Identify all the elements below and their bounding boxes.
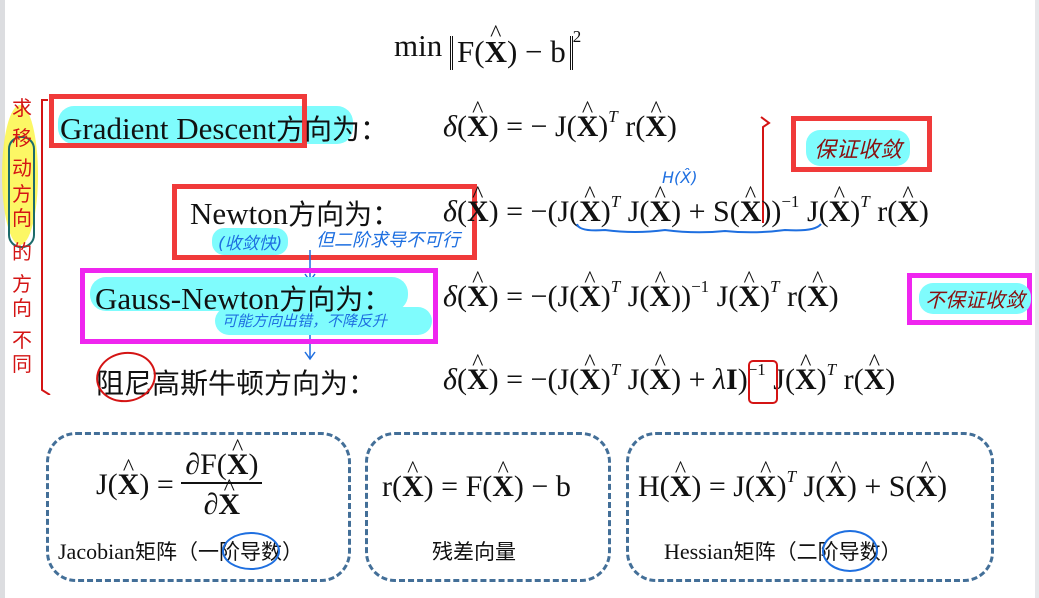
gn-label-en: Gauss-Newton bbox=[95, 281, 280, 316]
gn-highlight bbox=[90, 277, 408, 311]
jacobian-caption-en: Jacobian bbox=[58, 539, 135, 564]
ann-char: 向 bbox=[12, 296, 32, 320]
ann-char: 方 bbox=[12, 182, 32, 206]
hessian-formula: H(X) = J(X)T J(X) + S(X) bbox=[638, 468, 947, 502]
residual-formula: r(X) = F(X) − b bbox=[382, 472, 571, 502]
min-operator: min bbox=[394, 28, 443, 63]
gn-formula: δ(X) = −(J(X)T J(X))−1 J(X)T r(X) bbox=[443, 278, 839, 312]
jacobian-box bbox=[46, 432, 351, 582]
newton-note-fast: (收敛快) bbox=[212, 228, 289, 255]
damped-gn-formula: δ(X) = −(J(X)T J(X) + λI)−1 J(X)T r(X) bbox=[443, 361, 895, 395]
ann-char: 不 bbox=[12, 328, 32, 352]
gn-label-cn: 方向为： bbox=[279, 283, 392, 316]
ann-char: 向 bbox=[12, 206, 32, 230]
residual-box bbox=[365, 432, 611, 582]
newton-label-en: Newton bbox=[190, 196, 289, 231]
jacobian-formula: J(X) = ∂F(X)∂X bbox=[96, 450, 263, 520]
left-annotation-bracket bbox=[2, 99, 51, 395]
gn-label: Gauss-Newton方向为： bbox=[95, 278, 391, 318]
gd-note-bracket bbox=[760, 116, 771, 223]
ann-char: 求 bbox=[12, 96, 32, 120]
gd-label-cn: 方向为： bbox=[276, 113, 389, 146]
newton-label: Newton方向为： bbox=[190, 193, 400, 233]
newton-note-infeasible: 但二阶求导不可行 bbox=[316, 230, 460, 251]
newton-formula: δ(X) = −(J(X)T J(X) + S(X))−1 J(X)T r(X) bbox=[443, 193, 929, 227]
damped-gn-label: 阻尼高斯牛顿方向为： bbox=[96, 367, 377, 400]
hessian-underbrace bbox=[576, 223, 822, 234]
hessian-caption-en: Hessian bbox=[664, 539, 734, 564]
newton-label-cn: 方向为： bbox=[288, 198, 401, 231]
gd-label: Gradient Descent方向为： bbox=[60, 108, 388, 148]
left-vertical-annotation: 求 移 动 方 向 的 方 向 不 同 bbox=[8, 96, 36, 376]
first-order-circle bbox=[222, 532, 280, 570]
ann-char: 的 bbox=[12, 240, 32, 264]
residual-caption: 残差向量 bbox=[432, 540, 516, 564]
norm-exponent: 2 bbox=[572, 27, 582, 46]
gd-note-text: 保证收敛 bbox=[806, 130, 911, 166]
hessian-over-annotation: H(X̂) bbox=[662, 168, 698, 187]
gn-note-text: 可能方向出错，不降反升 bbox=[222, 312, 388, 330]
gd-label-en: Gradient Descent bbox=[60, 111, 277, 146]
gd-note-box bbox=[791, 116, 932, 172]
gn-note-highlight bbox=[215, 307, 432, 335]
ann-char: 同 bbox=[12, 352, 32, 376]
hessian-box bbox=[626, 432, 994, 582]
gd-red-box bbox=[49, 94, 307, 148]
ann-char: 方 bbox=[12, 272, 32, 296]
gd-formula: δ(X) = − J(X)T r(X) bbox=[443, 108, 677, 142]
right-edge-gutter bbox=[1035, 0, 1039, 598]
second-order-circle bbox=[822, 530, 878, 572]
lambda-box bbox=[748, 360, 778, 404]
left-edge-gutter bbox=[0, 0, 5, 598]
gn-magenta-box bbox=[80, 268, 438, 344]
gn-right-note-text: 不保证收敛 bbox=[919, 283, 1031, 314]
objective-formula: min F(X) − b2 bbox=[394, 27, 582, 70]
ann-char: 动 bbox=[12, 156, 32, 180]
ann-char: 移 bbox=[12, 126, 32, 150]
